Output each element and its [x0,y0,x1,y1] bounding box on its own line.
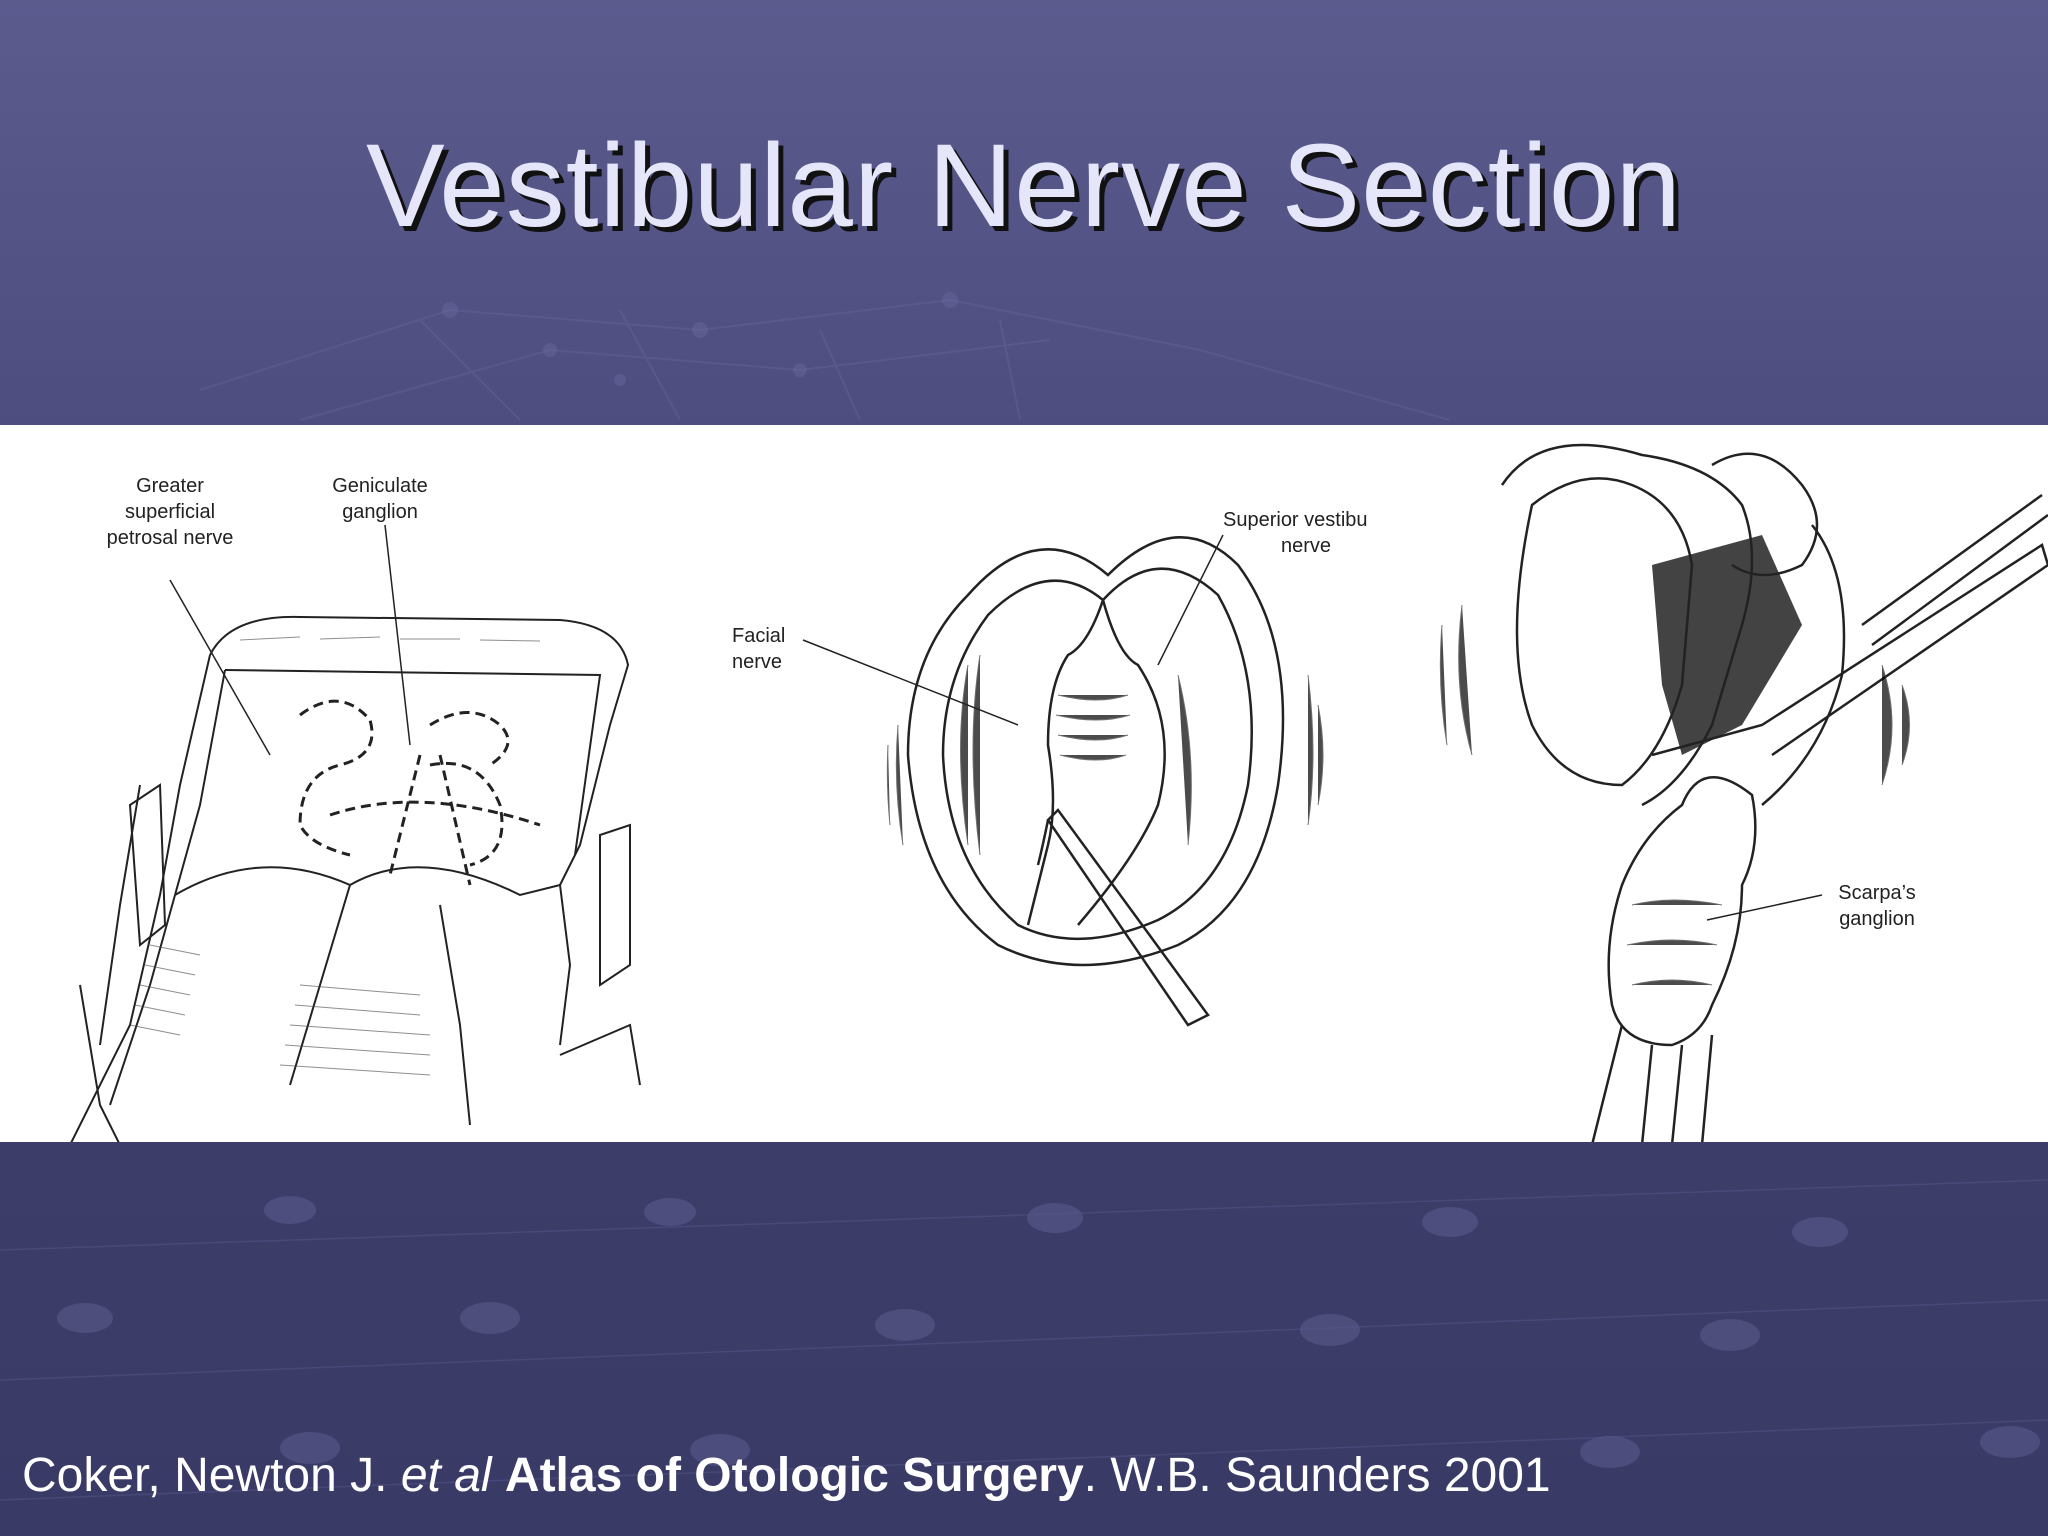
figure-middle-fossa-exposure: Greater superficial petrosal nerve Genic… [0,425,718,1142]
figure-scarpas-ganglion: Scarpa’s ganglion [1382,425,2048,1142]
label-facial-nerve: Facial nerve [732,625,786,673]
citation-book-title: Atlas of Otologic Surgery [504,1449,1084,1502]
scarpas-ganglion-drawing [1439,443,2048,1142]
illustration-band: Greater superficial petrosal nerve Genic… [0,425,2048,1142]
citation: Coker, Newton J. et al Atlas of Otologic… [22,1448,1551,1503]
citation-publisher: W.B. Saunders 2001 [1097,1449,1551,1502]
label-geniculate-ganglion: Geniculate ganglion [332,475,428,523]
figure-internal-auditory-canal: Superior vestibu nerve Facial nerve [718,425,1382,1142]
label-superior-vestibular-nerve: Superior vestibu nerve [1223,509,1368,557]
slide-title: Vestibular Nerve Section [365,120,1683,252]
label-scarpas-ganglion: Scarpa’s ganglion [1838,882,1916,930]
citation-authors: Coker, Newton J. [22,1449,401,1502]
citation-period: . [1083,1449,1097,1502]
middle-fossa-drawing [70,524,641,1142]
label-greater-superficial-petrosal-nerve: Greater superficial petrosal nerve [106,475,234,549]
internal-auditory-canal-drawing [802,534,1324,1027]
citation-etal: et al [400,1449,492,1502]
